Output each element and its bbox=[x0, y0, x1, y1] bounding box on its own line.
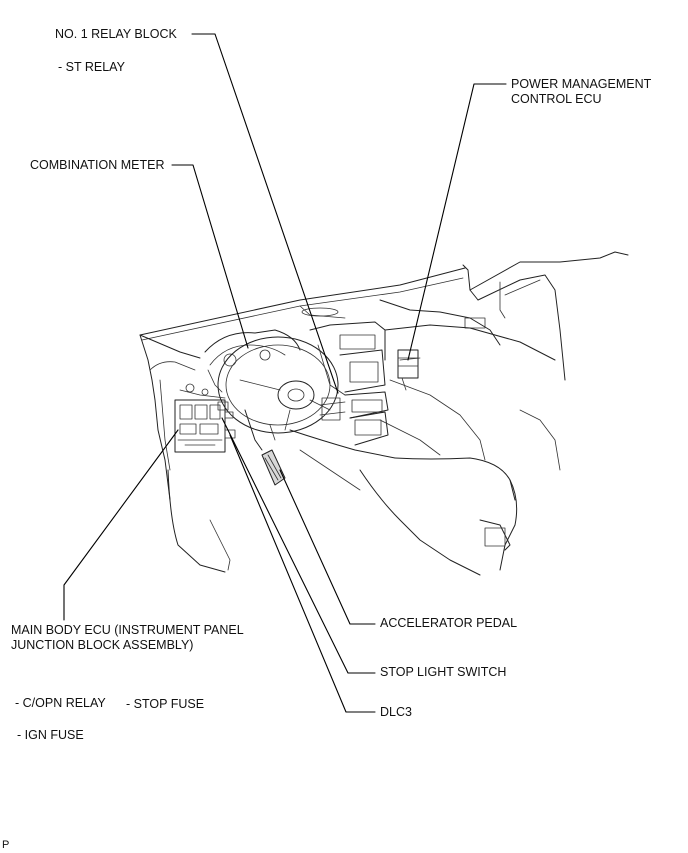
label-main-body-line2: JUNCTION BLOCK ASSEMBLY) bbox=[11, 638, 194, 652]
label-main-body-line1: MAIN BODY ECU (INSTRUMENT PANEL bbox=[11, 623, 244, 637]
label-combination-meter: COMBINATION METER bbox=[30, 158, 165, 172]
combination-meter-outline bbox=[204, 329, 301, 353]
main-body-ecu-part bbox=[174, 399, 226, 453]
leader-power-mgmt bbox=[407, 83, 507, 361]
stop-light-switch-part bbox=[321, 397, 341, 421]
dlc3-part bbox=[224, 429, 236, 439]
leader-main-body bbox=[63, 429, 179, 621]
steering-wheel bbox=[217, 336, 339, 434]
label-accelerator-pedal: ACCELERATOR PEDAL bbox=[380, 616, 518, 630]
accelerator-pedal-part bbox=[261, 449, 286, 486]
corner-mark: P bbox=[2, 839, 10, 851]
label-power-mgmt-line2: CONTROL ECU bbox=[511, 92, 602, 106]
power-management-ecu-part bbox=[397, 349, 419, 379]
label-st-relay: - ST RELAY bbox=[58, 60, 125, 74]
windshield-base-line bbox=[139, 267, 466, 336]
leader-stop-light bbox=[221, 417, 376, 674]
leader-relay-block bbox=[191, 33, 339, 394]
leader-combination-meter bbox=[171, 164, 249, 349]
label-dlc3: DLC3 bbox=[380, 705, 412, 719]
label-copn-relay: - C/OPN RELAY bbox=[15, 696, 106, 710]
label-stop-light-switch: STOP LIGHT SWITCH bbox=[380, 665, 507, 679]
label-stop-fuse: - STOP FUSE bbox=[126, 697, 205, 711]
label-ign-fuse: - IGN FUSE bbox=[17, 728, 84, 742]
leader-dlc3 bbox=[229, 434, 376, 713]
label-relay-block: NO. 1 RELAY BLOCK bbox=[55, 27, 177, 41]
label-power-mgmt-line1: POWER MANAGEMENT bbox=[511, 77, 652, 91]
leader-accelerator bbox=[279, 469, 376, 625]
